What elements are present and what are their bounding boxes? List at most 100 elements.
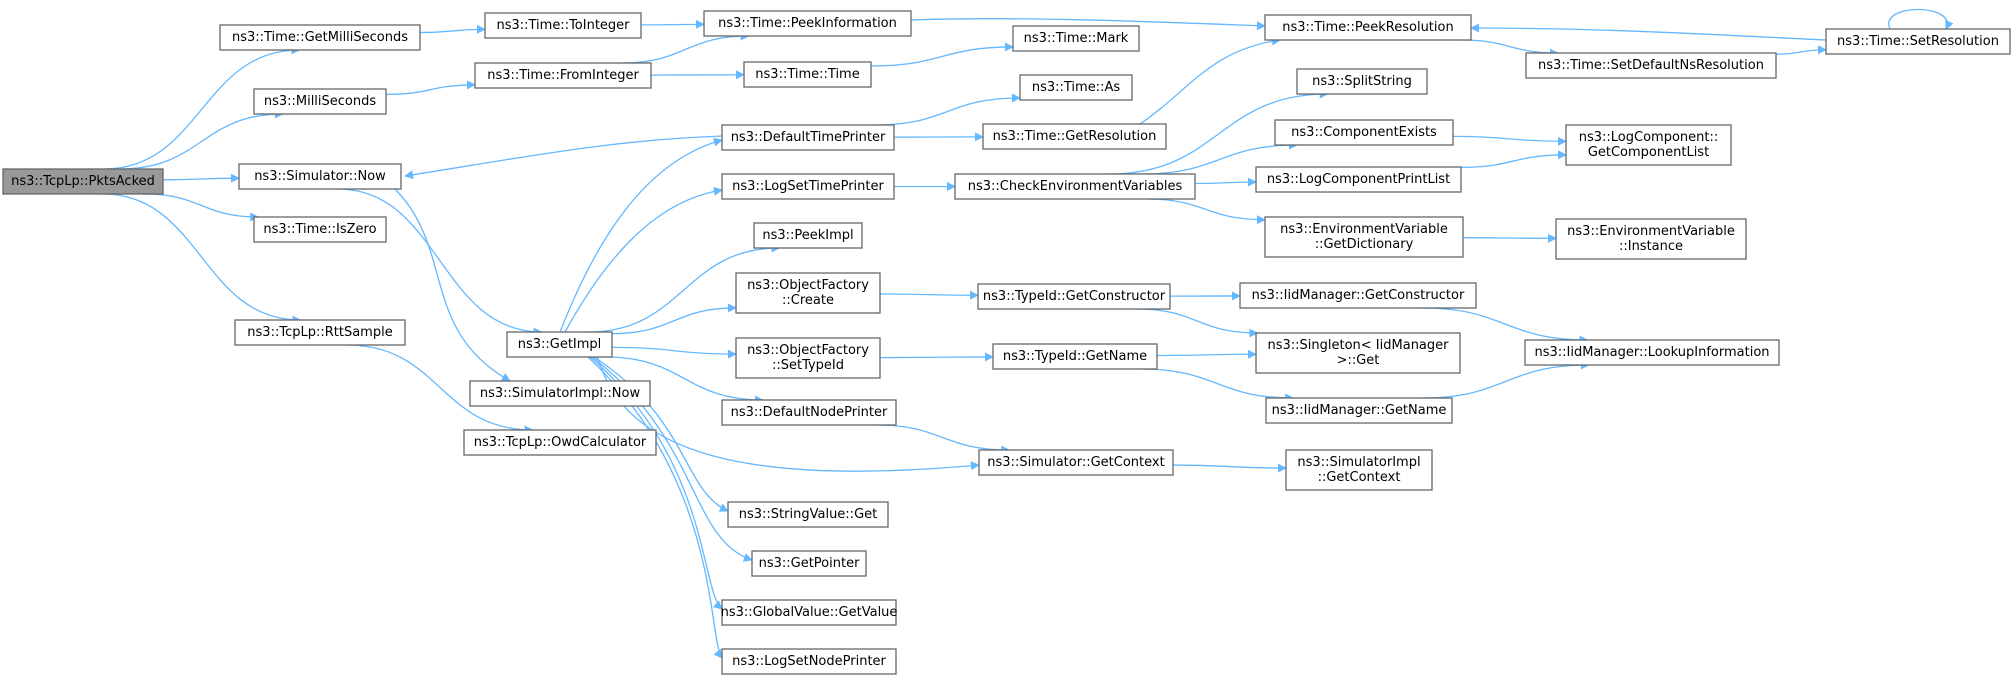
node-envvar-getdictionary[interactable]: ns3::EnvironmentVariable::GetDictionary [1264, 216, 1464, 258]
edge-iidmanager-getname-to-iidmanager-lookupinformation [1422, 360, 1590, 399]
node-iidmanager-getconstructor[interactable]: ns3::IidManager::GetConstructor [1239, 282, 1477, 309]
edge-getimpl-to-objectfactory-settypeid [611, 346, 737, 359]
node-milliseconds[interactable]: ns3::MilliSeconds [253, 88, 387, 115]
node-box [1239, 282, 1477, 309]
edge-simulator-now-to-simulatorimpl-now [394, 188, 511, 382]
node-owdcalculator[interactable]: ns3::TcpLp::OwdCalculator [463, 429, 657, 456]
edge-defaulttimeprinter-to-simulator-now [404, 135, 723, 180]
node-box [238, 163, 402, 190]
edge-getimpl-to-peekimpl [587, 243, 781, 333]
node-logcomponent-getcomponentlist[interactable]: ns3::LogComponent::GetComponentList [1565, 124, 1732, 166]
node-defaulttimeprinter[interactable]: ns3::DefaultTimePrinter [721, 124, 895, 151]
edge-pktsacked-to-time-iszero [144, 193, 260, 222]
node-simulatorimpl-getcontext[interactable]: ns3::SimulatorImpl::GetContext [1285, 449, 1433, 491]
node-label: ns3::MilliSeconds [264, 94, 377, 109]
node-objectfactory-create[interactable]: ns3::ObjectFactory::Create [735, 272, 881, 314]
edge-pktsacked-to-simulator-now [162, 173, 240, 183]
edge-typeid-getconstructor-to-singleton-get [1136, 308, 1259, 338]
edge-layer [102, 8, 1954, 659]
node-simulator-getcontext[interactable]: ns3::Simulator::GetContext [978, 449, 1174, 476]
node-iidmanager-lookupinformation[interactable]: ns3::IidManager::LookupInformation [1524, 339, 1780, 366]
node-box [253, 88, 387, 115]
edge-componentexists-to-logcomponent-getcomponentlist [1452, 135, 1567, 146]
edge-objectfactory-create-to-typeid-getconstructor [879, 290, 979, 300]
node-tointeger[interactable]: ns3::Time::ToInteger [484, 12, 642, 39]
node-box [469, 380, 651, 407]
node-envvar-instance[interactable]: ns3::EnvironmentVariable::Instance [1555, 218, 1747, 260]
node-label: ns3::Time::As [1032, 80, 1121, 95]
node-simulator-now[interactable]: ns3::Simulator::Now [238, 163, 402, 190]
node-typeid-getname[interactable]: ns3::TypeId::GetName [992, 343, 1158, 370]
node-setresolution[interactable]: ns3::Time::SetResolution [1825, 28, 2011, 55]
node-splitstring[interactable]: ns3::SplitString [1296, 68, 1428, 95]
node-frominteger[interactable]: ns3::Time::FromInteger [474, 62, 652, 89]
node-checkenvvars[interactable]: ns3::CheckEnvironmentVariables [954, 173, 1196, 200]
node-logsetnodeprinter[interactable]: ns3::LogSetNodePrinter [721, 648, 897, 675]
node-box [1274, 119, 1454, 146]
node-singleton-get[interactable]: ns3::Singleton< IidManager >::Get [1255, 332, 1461, 374]
node-label: ns3::TcpLp::RttSample [247, 325, 392, 340]
node-getpointer[interactable]: ns3::GetPointer [751, 550, 867, 577]
node-box [2, 168, 164, 195]
node-time-as[interactable]: ns3::Time::As [1019, 74, 1133, 101]
node-peekimpl[interactable]: ns3::PeekImpl [753, 222, 863, 249]
node-box [721, 648, 897, 675]
node-label: ns3::LogSetTimePrinter [732, 179, 884, 194]
edge-simulator-now-to-getimpl [337, 188, 543, 337]
node-time-time[interactable]: ns3::Time::Time [743, 61, 872, 88]
edge-objectfactory-settypeid-to-typeid-getname [879, 352, 994, 362]
node-label: ns3::EnvironmentVariable [1280, 222, 1448, 237]
node-logcomponentprintlist[interactable]: ns3::LogComponentPrintList [1255, 166, 1462, 193]
edge-defaultnodeprinter-to-simulator-getcontext [875, 424, 1011, 455]
node-time-mark[interactable]: ns3::Time::Mark [1012, 25, 1140, 52]
node-label: ns3::StringValue::Get [739, 507, 877, 522]
node-box [735, 272, 881, 314]
node-getimpl[interactable]: ns3::GetImpl [506, 331, 613, 358]
node-peekinformation[interactable]: ns3::Time::PeekInformation [703, 10, 912, 37]
node-peekresolution[interactable]: ns3::Time::PeekResolution [1264, 14, 1472, 41]
node-label: ns3::Time::Mark [1024, 31, 1129, 46]
node-label: ns3::TcpLp::PktsAcked [11, 174, 155, 189]
node-time-iszero[interactable]: ns3::Time::IsZero [253, 216, 387, 243]
node-label: ns3::SimulatorImpl [1297, 455, 1420, 470]
node-box [721, 599, 897, 626]
node-objectfactory-settypeid[interactable]: ns3::ObjectFactory::SetTypeId [735, 337, 881, 379]
node-box [954, 173, 1196, 200]
node-box [1012, 25, 1140, 52]
node-simulatorimpl-now[interactable]: ns3::SimulatorImpl::Now [469, 380, 651, 407]
node-box [721, 173, 895, 200]
node-box [219, 24, 421, 51]
node-setdefaultnsresolution[interactable]: ns3::Time::SetDefaultNsResolution [1525, 52, 1777, 79]
node-stringvalue-get[interactable]: ns3::StringValue::Get [727, 501, 889, 528]
node-typeid-getconstructor[interactable]: ns3::TypeId::GetConstructor [977, 283, 1171, 310]
node-box [1565, 124, 1732, 166]
edge-rttsample-to-owdcalculator [347, 344, 534, 435]
node-label: ns3::LogComponent:: [1579, 130, 1719, 145]
node-box [751, 550, 867, 577]
node-pktsacked[interactable]: ns3::TcpLp::PktsAcked [2, 168, 164, 195]
edge-pktsacked-to-getmilliseconds [103, 45, 301, 170]
node-label: ns3::CheckEnvironmentVariables [968, 179, 1183, 194]
node-rttsample[interactable]: ns3::TcpLp::RttSample [234, 319, 406, 346]
node-getmilliseconds[interactable]: ns3::Time::GetMilliSeconds [219, 24, 421, 51]
edge-peekresolution-to-setdefaultnsresolution [1461, 39, 1559, 58]
edge-getimpl-to-defaulttimeprinter [559, 137, 723, 333]
node-iidmanager-getname[interactable]: ns3::IidManager::GetName [1265, 397, 1453, 424]
node-label: ns3::SimulatorImpl::Now [480, 386, 641, 401]
node-globalvalue-getvalue[interactable]: ns3::GlobalValue::GetValue [721, 599, 898, 626]
node-componentexists[interactable]: ns3::ComponentExists [1274, 119, 1454, 146]
node-label: ns3::Time::PeekResolution [1282, 20, 1453, 35]
node-label: ns3::Time::ToInteger [496, 18, 630, 33]
node-label: ns3::IidManager::GetConstructor [1252, 288, 1465, 303]
node-label: GetComponentList [1588, 145, 1709, 160]
edge-getimpl-to-objectfactory-create [611, 303, 737, 335]
node-layer: ns3::TcpLp::PktsAcked ns3::Time::GetMilli… [2, 10, 2011, 675]
edge-milliseconds-to-frominteger [385, 80, 476, 96]
node-box [977, 283, 1171, 310]
node-logsettimeprinter[interactable]: ns3::LogSetTimePrinter [721, 173, 895, 200]
node-time-getresolution[interactable]: ns3::Time::GetResolution [982, 123, 1167, 150]
node-label: ns3::Time::Time [755, 67, 859, 82]
edge-getimpl-to-defaultnodeprinter [605, 356, 765, 405]
node-defaultnodeprinter[interactable]: ns3::DefaultNodePrinter [721, 399, 897, 426]
